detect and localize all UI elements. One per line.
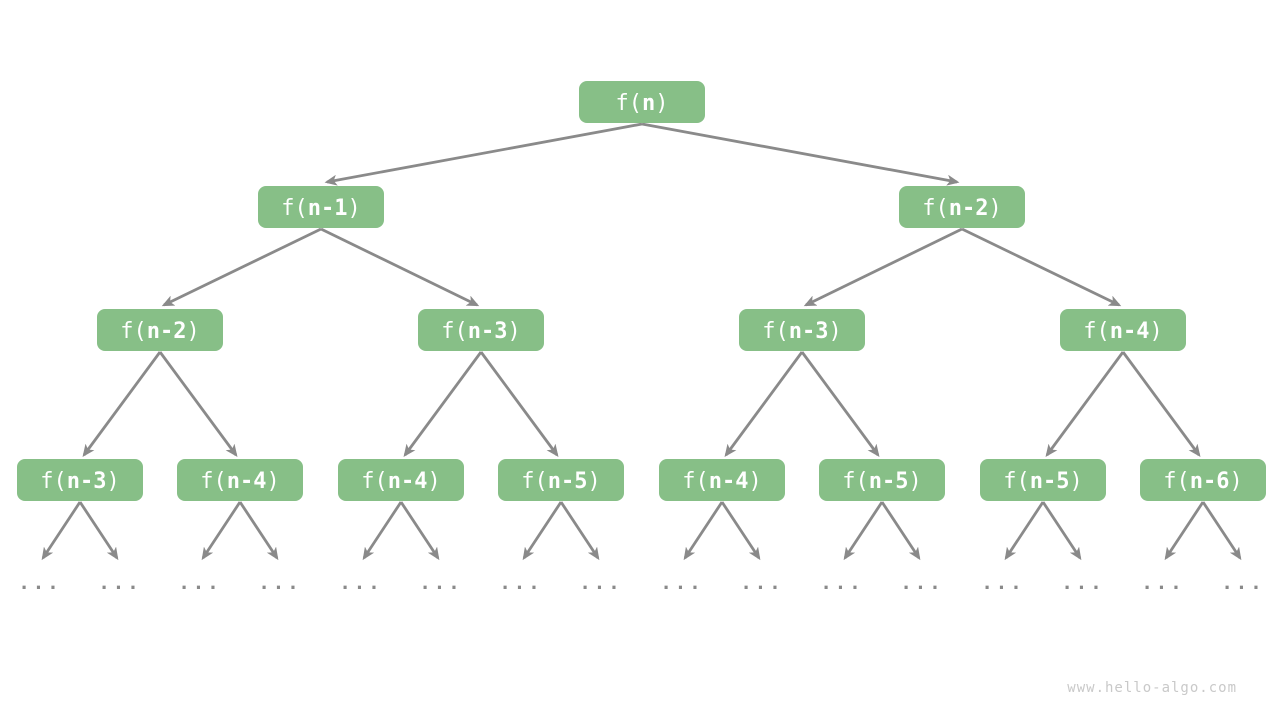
edge-arrow (1004, 501, 1045, 561)
ellipsis-label: ... (579, 572, 622, 594)
node-label: f(n-3) (441, 319, 521, 344)
edge-arrow (800, 351, 880, 458)
ellipsis-label: ... (258, 572, 301, 594)
tree-node: f(n-5) (819, 459, 945, 501)
node-box (258, 186, 384, 228)
ellipsis-label: ... (900, 572, 943, 594)
tree-node: f(n-6) (1140, 459, 1266, 501)
edge-arrow (161, 227, 322, 307)
ellipsis-label: ... (18, 572, 61, 594)
node-box (338, 459, 464, 501)
node-label: f(n-6) (1163, 469, 1243, 494)
node-box (739, 309, 865, 351)
ellipsis-label: ... (820, 572, 863, 594)
node-box (1060, 309, 1186, 351)
edge-arrow (362, 501, 403, 561)
node-label: f(n-2) (120, 319, 200, 344)
edge-arrow (724, 351, 804, 458)
edge-arrow (399, 501, 440, 561)
edge-arrow (1164, 501, 1205, 561)
ellipsis-label: ... (339, 572, 382, 594)
ellipsis-label: ... (1061, 572, 1104, 594)
node-box (177, 459, 303, 501)
edge-arrow (158, 351, 238, 458)
node-label: f(n-3) (40, 469, 120, 494)
tree-node: f(n-4) (1060, 309, 1186, 351)
ellipsis-label: ... (419, 572, 462, 594)
tree-node: f(n-1) (258, 186, 384, 228)
edge-arrow (201, 501, 242, 561)
node-label: f(n-3) (762, 319, 842, 344)
edge-arrow (559, 501, 600, 561)
tree-node: f(n-5) (498, 459, 624, 501)
edge-arrow (641, 122, 960, 186)
ellipsis-label: ... (740, 572, 783, 594)
node-box (980, 459, 1106, 501)
ellipsis-label: ... (1141, 572, 1184, 594)
edge-arrow (324, 122, 643, 186)
node-label: f(n-5) (521, 469, 601, 494)
node-label: f(n-4) (1083, 319, 1163, 344)
node-box (899, 186, 1025, 228)
edge-arrow (880, 501, 921, 561)
tree-node: f(n) (579, 81, 705, 123)
ellipsis-label: ... (981, 572, 1024, 594)
tree-node: f(n-4) (659, 459, 785, 501)
edge-arrow (320, 227, 480, 307)
edge-arrow (961, 227, 1122, 307)
edge-arrow (1041, 501, 1082, 561)
node-label: f(n) (616, 91, 669, 116)
ellipsis-label: ... (1221, 572, 1264, 594)
node-label: f(n-4) (682, 469, 762, 494)
node-box (1140, 459, 1266, 501)
tree-node: f(n-3) (418, 309, 544, 351)
node-label: f(n-4) (200, 469, 280, 494)
tree-node: f(n-2) (97, 309, 223, 351)
edge-arrow (720, 501, 761, 561)
ellipsis-label: ... (98, 572, 141, 594)
edge-arrow (843, 501, 884, 561)
tree-node: f(n-5) (980, 459, 1106, 501)
node-box (659, 459, 785, 501)
tree-node: f(n-4) (177, 459, 303, 501)
node-box (418, 309, 544, 351)
node-box (579, 81, 705, 123)
edge-arrow (41, 501, 82, 561)
edge-arrow (1045, 351, 1125, 458)
node-label: f(n-1) (281, 196, 361, 221)
edge-arrow (82, 351, 162, 458)
node-box (819, 459, 945, 501)
tree-node: f(n-2) (899, 186, 1025, 228)
edge-arrow (683, 501, 724, 561)
node-box (498, 459, 624, 501)
edge-arrow (403, 351, 483, 458)
edge-arrow (522, 501, 563, 561)
node-box (97, 309, 223, 351)
ellipsis-label: ... (178, 572, 221, 594)
watermark: www.hello-algo.com (1067, 680, 1237, 696)
edge-arrow (803, 227, 963, 307)
tree-node: f(n-3) (17, 459, 143, 501)
node-label: f(n-2) (922, 196, 1002, 221)
ellipsis-label: ... (499, 572, 542, 594)
node-label: f(n-5) (1003, 469, 1083, 494)
edge-arrow (1201, 501, 1242, 561)
tree-node: f(n-3) (739, 309, 865, 351)
edge-arrow (238, 501, 279, 561)
ellipsis-label: ... (660, 572, 703, 594)
tree-node: f(n-4) (338, 459, 464, 501)
edge-arrow (78, 501, 119, 561)
node-label: f(n-5) (842, 469, 922, 494)
edge-arrow (479, 351, 559, 458)
edge-arrow (1121, 351, 1201, 458)
node-box (17, 459, 143, 501)
node-label: f(n-4) (361, 469, 441, 494)
